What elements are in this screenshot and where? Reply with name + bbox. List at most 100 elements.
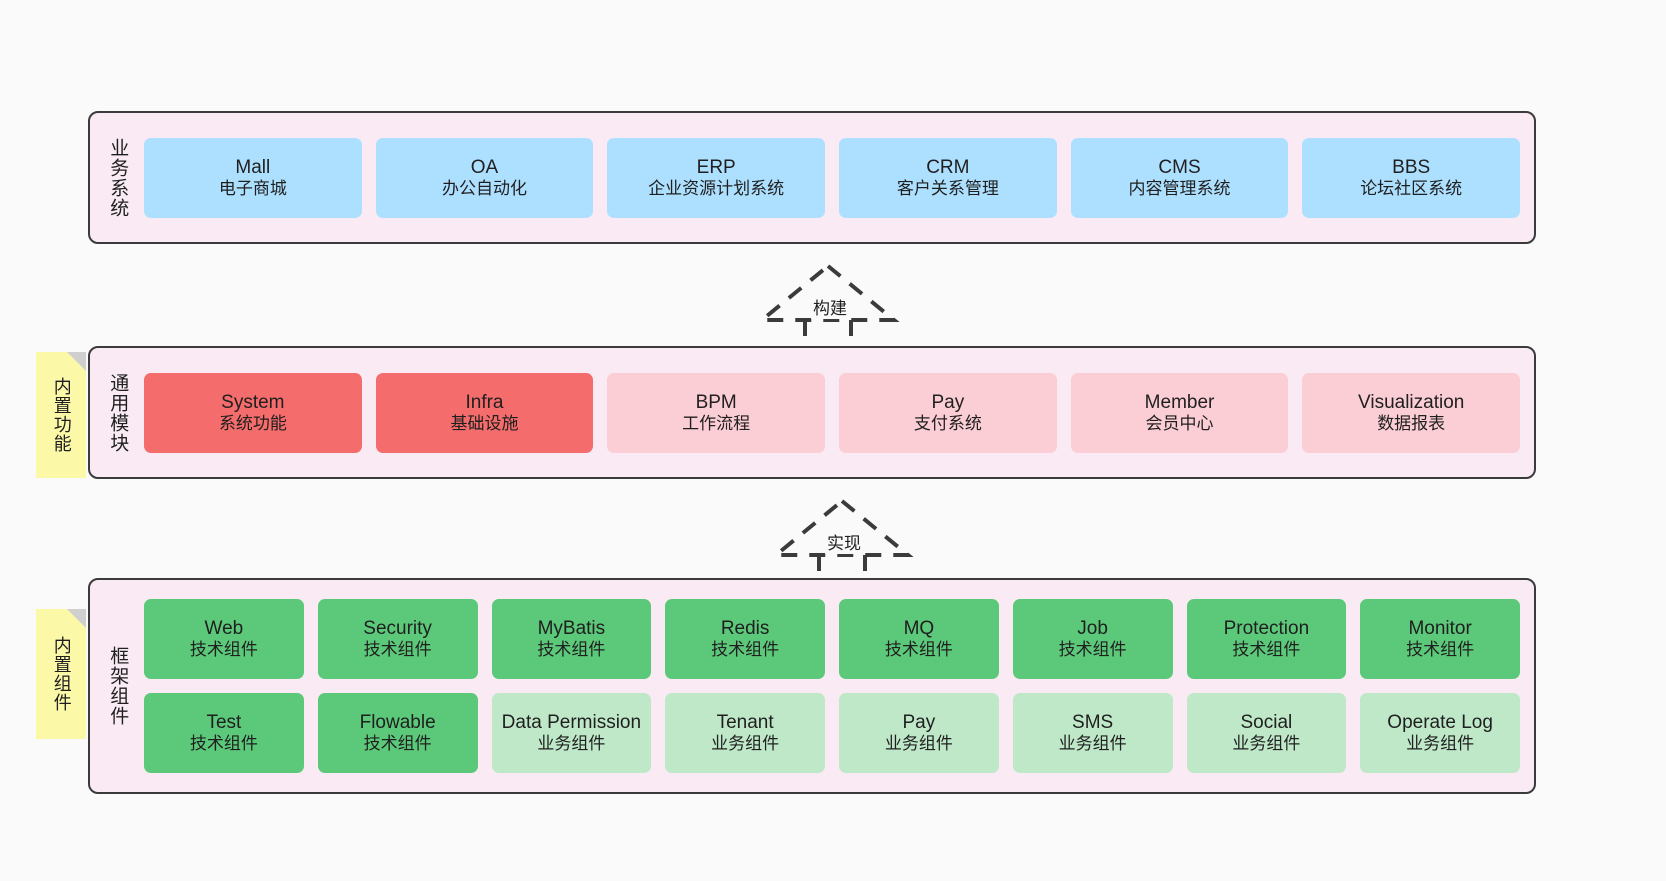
- generalization-triangle-icon: [770, 498, 914, 557]
- note-fold-corner-icon: [67, 352, 86, 371]
- framework-row-technical: Web 技术组件 Security 技术组件 MyBatis 技术组件 Redi…: [144, 599, 1520, 679]
- card-mall[interactable]: Mall 电子商城: [144, 137, 362, 218]
- card-title: Security: [363, 618, 432, 640]
- note-builtin-function: 内置功能: [36, 352, 86, 478]
- card-subtitle: 技术组件: [1406, 640, 1475, 660]
- card-subtitle: 工作流程: [682, 413, 751, 433]
- card-title: Infra: [465, 391, 504, 413]
- card-title: Protection: [1223, 618, 1310, 640]
- card-subtitle: 技术组件: [363, 640, 432, 660]
- card-tenant[interactable]: Tenant 业务组件: [665, 693, 825, 773]
- layer-title-framework-component: 框架组件: [107, 646, 129, 726]
- note-label: 内置功能: [51, 377, 72, 453]
- card-title: Pay: [931, 391, 965, 413]
- card-subtitle: 办公自动化: [442, 178, 527, 198]
- card-flowable[interactable]: Flowable 技术组件: [317, 693, 478, 773]
- card-title: CMS: [1158, 156, 1201, 178]
- framework-row-business: Test 技术组件 Flowable 技术组件 Data Permission …: [144, 693, 1520, 773]
- card-member[interactable]: Member 会员中心: [1070, 372, 1289, 453]
- card-title: CRM: [926, 156, 970, 178]
- card-subtitle: 支付系统: [913, 413, 982, 433]
- card-subtitle: 会员中心: [1145, 413, 1214, 433]
- card-subtitle: 技术组件: [884, 640, 953, 660]
- card-subtitle: 业务组件: [711, 734, 780, 754]
- note-label: 内置组件: [51, 636, 72, 712]
- card-crm[interactable]: CRM 客户关系管理: [839, 137, 1057, 218]
- card-title: SMS: [1072, 712, 1114, 734]
- card-subtitle: 内容管理系统: [1128, 178, 1231, 198]
- card-subtitle: 业务组件: [1232, 734, 1301, 754]
- card-mybatis[interactable]: MyBatis 技术组件: [491, 599, 652, 679]
- card-data-permission[interactable]: Data Permission 业务组件: [491, 693, 652, 773]
- layer-title-business-system: 业务系统: [107, 137, 129, 218]
- card-title: System: [221, 391, 285, 413]
- card-title: Data Permission: [501, 712, 642, 734]
- card-oa[interactable]: OA 办公自动化: [375, 137, 594, 218]
- layer-framework-component: 框架组件 Web 技术组件 Security 技术组件 MyBatis 技术组件…: [88, 578, 1536, 794]
- card-title: ERP: [696, 156, 736, 178]
- card-title: Mall: [235, 156, 271, 178]
- connector-build-label: 构建: [811, 294, 849, 319]
- layer-body-common-module: System 系统功能 Infra 基础设施 BPM 工作流程 Pay 支付系统…: [144, 348, 1534, 477]
- card-operate-log[interactable]: Operate Log 业务组件: [1360, 693, 1520, 773]
- card-bbs[interactable]: BBS 论坛社区系统: [1302, 137, 1521, 218]
- card-title: MQ: [903, 618, 935, 640]
- card-subtitle: 技术组件: [711, 640, 780, 660]
- card-sms[interactable]: SMS 业务组件: [1012, 693, 1173, 773]
- card-subtitle: 业务组件: [884, 734, 953, 754]
- card-web[interactable]: Web 技术组件: [144, 599, 304, 679]
- card-title: Test: [206, 712, 242, 734]
- card-title: Web: [204, 618, 244, 640]
- card-mq[interactable]: MQ 技术组件: [839, 599, 999, 679]
- card-subtitle: 基础设施: [450, 413, 519, 433]
- card-subtitle: 论坛社区系统: [1360, 178, 1463, 198]
- layer-title-common-module: 通用模块: [107, 372, 129, 453]
- card-redis[interactable]: Redis 技术组件: [665, 599, 825, 679]
- note-builtin-component: 内置组件: [36, 609, 86, 739]
- card-title: Operate Log: [1387, 712, 1493, 734]
- card-pay-component[interactable]: Pay 业务组件: [839, 693, 999, 773]
- card-system[interactable]: System 系统功能: [144, 372, 362, 453]
- card-subtitle: 客户关系管理: [896, 178, 999, 198]
- card-title: Monitor: [1408, 618, 1472, 640]
- layer-common-module: 通用模块 System 系统功能 Infra 基础设施 BPM 工作流程 Pay…: [88, 346, 1536, 479]
- card-title: BPM: [695, 391, 737, 413]
- card-visualization[interactable]: Visualization 数据报表: [1302, 372, 1521, 453]
- card-title: Pay: [902, 712, 936, 734]
- card-title: BBS: [1392, 156, 1431, 178]
- card-protection[interactable]: Protection 技术组件: [1186, 599, 1347, 679]
- card-subtitle: 技术组件: [1232, 640, 1301, 660]
- card-title: Visualization: [1358, 391, 1465, 413]
- note-fold-corner-icon: [67, 609, 86, 628]
- card-title: OA: [470, 156, 499, 178]
- card-subtitle: 系统功能: [218, 413, 287, 433]
- card-pay-module[interactable]: Pay 支付系统: [839, 372, 1057, 453]
- card-infra[interactable]: Infra 基础设施: [375, 372, 594, 453]
- card-subtitle: 业务组件: [1058, 734, 1127, 754]
- layer-business-system: 业务系统 Mall 电子商城 OA 办公自动化 ERP 企业资源计划系统 CRM…: [88, 111, 1536, 244]
- layer-body-framework-component: Web 技术组件 Security 技术组件 MyBatis 技术组件 Redi…: [144, 580, 1534, 792]
- card-title: Redis: [720, 618, 770, 640]
- card-monitor[interactable]: Monitor 技术组件: [1360, 599, 1520, 679]
- card-subtitle: 技术组件: [537, 640, 606, 660]
- card-title: Flowable: [359, 712, 436, 734]
- card-cms[interactable]: CMS 内容管理系统: [1070, 137, 1289, 218]
- card-subtitle: 企业资源计划系统: [648, 178, 785, 198]
- card-erp[interactable]: ERP 企业资源计划系统: [607, 137, 826, 218]
- card-title: Job: [1077, 618, 1108, 640]
- card-subtitle: 业务组件: [537, 734, 606, 754]
- card-bpm[interactable]: BPM 工作流程: [607, 372, 826, 453]
- connector-implement-label: 实现: [825, 529, 863, 554]
- card-job[interactable]: Job 技术组件: [1012, 599, 1173, 679]
- card-subtitle: 技术组件: [1058, 640, 1127, 660]
- generalization-triangle-icon: [756, 263, 900, 322]
- card-title: Social: [1240, 712, 1293, 734]
- card-subtitle: 技术组件: [189, 640, 258, 660]
- card-test[interactable]: Test 技术组件: [144, 693, 304, 773]
- card-title: MyBatis: [537, 618, 606, 640]
- card-social[interactable]: Social 业务组件: [1186, 693, 1347, 773]
- card-security[interactable]: Security 技术组件: [317, 599, 478, 679]
- card-subtitle: 技术组件: [189, 734, 258, 754]
- card-subtitle: 业务组件: [1406, 734, 1475, 754]
